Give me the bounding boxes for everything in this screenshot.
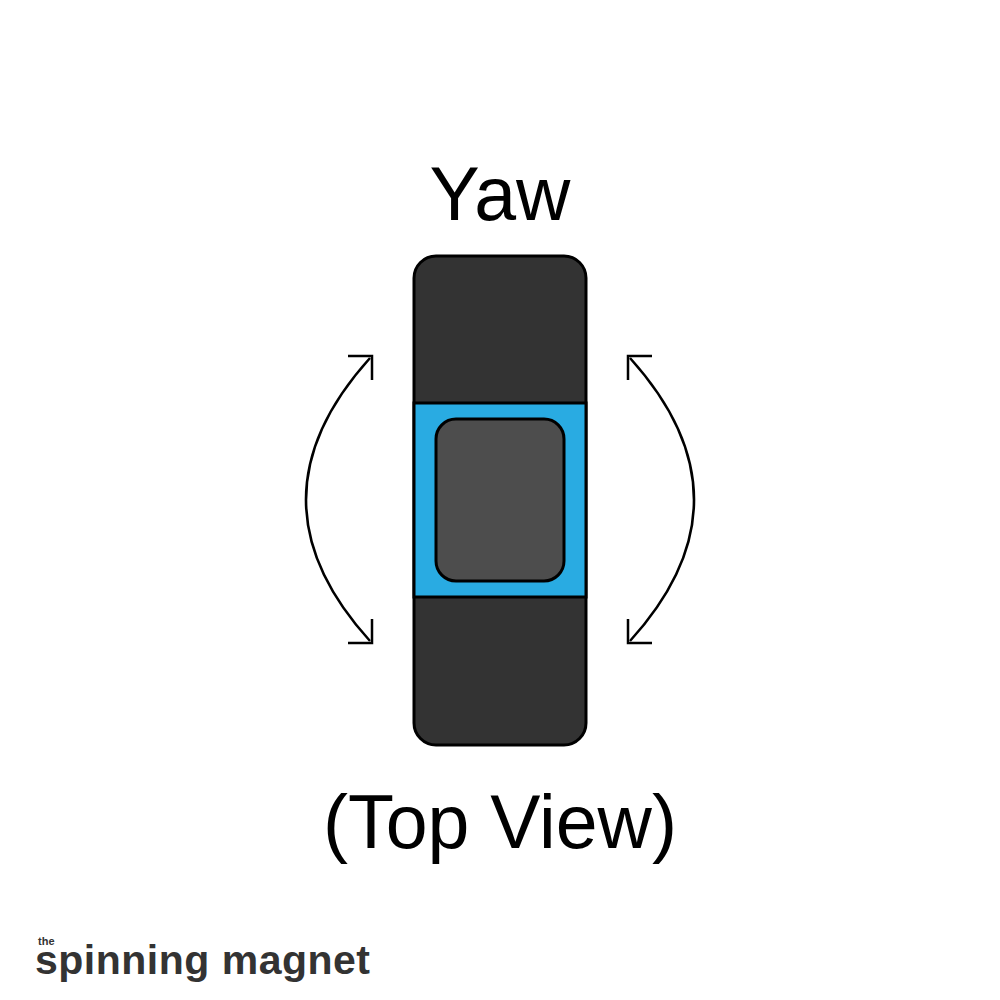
rotation-arrows bbox=[306, 356, 694, 643]
band-housing bbox=[414, 403, 586, 597]
diagram-title: Yaw bbox=[0, 156, 1000, 232]
logo-wordmark: spinning magnet bbox=[35, 940, 371, 981]
left-arc-arrow bbox=[306, 358, 370, 641]
fitness-band bbox=[414, 256, 586, 745]
view-caption: (Top View) bbox=[0, 784, 1000, 860]
right-arc-arrow bbox=[630, 358, 694, 641]
right-arrowhead bbox=[628, 356, 652, 380]
band-strap bbox=[414, 256, 586, 745]
band-screen bbox=[436, 419, 564, 581]
left-arrowhead bbox=[348, 356, 372, 380]
left-arrowhead bbox=[348, 619, 372, 643]
right-arrowhead bbox=[628, 619, 652, 643]
